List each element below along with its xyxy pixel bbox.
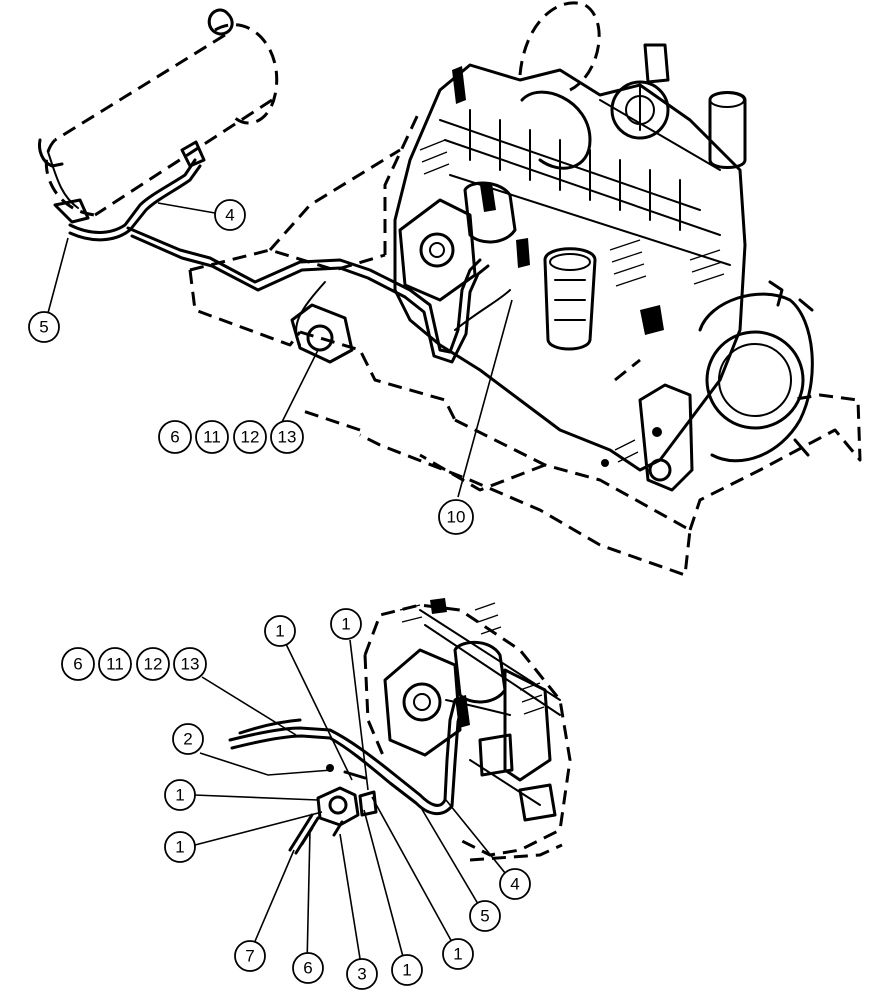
callout-label: 13 <box>181 655 200 674</box>
callout-bubble <box>330 608 362 640</box>
callout-bubble <box>438 499 474 535</box>
callout-bubble <box>499 868 531 900</box>
callout-7-bot: 7 <box>234 940 266 972</box>
callout-bubble <box>214 199 246 231</box>
callout-2-bot: 2 <box>172 723 204 755</box>
callout-label: 10 <box>447 508 466 527</box>
frame-rail-outline <box>188 109 862 577</box>
callout-label: 1 <box>402 961 411 980</box>
callout-6-bot-2: 6 <box>292 952 324 984</box>
callout-13-top: 13 <box>270 420 304 454</box>
callout-label: 1 <box>341 615 350 634</box>
callout-bubble <box>391 954 423 986</box>
callout-6-bot: 6 <box>61 647 95 681</box>
callout-bubble <box>136 647 170 681</box>
connector-parts <box>288 764 378 855</box>
callout-label: 12 <box>241 428 260 447</box>
callout-bubble <box>61 647 95 681</box>
callout-label: 2 <box>183 730 192 749</box>
muffler-outline <box>38 8 279 224</box>
callout-bubble <box>195 420 229 454</box>
callout-bubble <box>234 940 266 972</box>
callout-11-bot: 11 <box>98 647 132 681</box>
callout-label: 4 <box>510 875 519 894</box>
callout-label: 11 <box>203 428 221 447</box>
callout-label: 1 <box>453 945 462 964</box>
callout-bubble <box>164 831 196 863</box>
callout-label: 1 <box>175 838 184 857</box>
callout-label: 6 <box>170 428 179 447</box>
callout-11-top: 11 <box>195 420 229 454</box>
callout-bubble <box>270 420 304 454</box>
engine-mount-left <box>290 303 354 364</box>
callout-label: 1 <box>175 786 184 805</box>
engine-block <box>393 43 747 472</box>
callout-label: 3 <box>357 965 366 984</box>
upper-leader-lines <box>47 202 513 498</box>
callout-label: 7 <box>245 947 254 966</box>
callout-4-top: 4 <box>214 199 246 231</box>
fan-guard-outline <box>518 1 601 92</box>
callout-1-c: 1 <box>164 779 196 811</box>
callout-label: 6 <box>303 959 312 978</box>
callout-label: 5 <box>39 318 48 337</box>
callout-label: 13 <box>278 428 297 447</box>
callout-1-a: 1 <box>264 615 296 647</box>
callout-bubble <box>158 420 192 454</box>
callout-12-bot: 12 <box>136 647 170 681</box>
harness-routing <box>68 158 511 364</box>
callout-bubble <box>173 647 207 681</box>
engine-mount-right <box>601 383 694 492</box>
callout-1-e: 1 <box>442 938 474 970</box>
callout-bubble <box>442 938 474 970</box>
lower-detail-view: 1 1 6 11 12 13 2 1 <box>61 598 572 990</box>
callout-1-b: 1 <box>330 608 362 640</box>
callout-5-top: 5 <box>28 311 60 343</box>
callout-bubble <box>98 647 132 681</box>
callout-bubble <box>164 779 196 811</box>
flywheel-housing <box>698 280 814 463</box>
callout-label: 5 <box>480 907 489 926</box>
callout-bubble <box>264 615 296 647</box>
callout-bubble <box>346 958 378 990</box>
callout-bubble <box>292 952 324 984</box>
callout-bubble <box>28 311 60 343</box>
lower-leader-lines <box>193 639 515 972</box>
callout-label: 1 <box>275 622 284 641</box>
upper-assembly-view: 4 5 6 11 12 13 10 <box>28 1 862 577</box>
callout-5-bot: 5 <box>469 900 501 932</box>
callout-6-top: 6 <box>158 420 192 454</box>
callout-13-bot: 13 <box>173 647 207 681</box>
callout-1-d: 1 <box>164 831 196 863</box>
callout-bubble <box>469 900 501 932</box>
callout-label: 4 <box>225 206 234 225</box>
callout-label: 6 <box>73 655 82 674</box>
callout-bubble <box>172 723 204 755</box>
callout-12-top: 12 <box>233 420 267 454</box>
engine-detail <box>363 598 572 862</box>
callout-10-top: 10 <box>438 499 474 535</box>
callout-label: 12 <box>144 655 163 674</box>
callout-4-bot: 4 <box>499 868 531 900</box>
callout-bubble <box>233 420 267 454</box>
callout-1-f: 1 <box>391 954 423 986</box>
callout-label: 11 <box>106 655 124 674</box>
callout-3-bot: 3 <box>346 958 378 990</box>
